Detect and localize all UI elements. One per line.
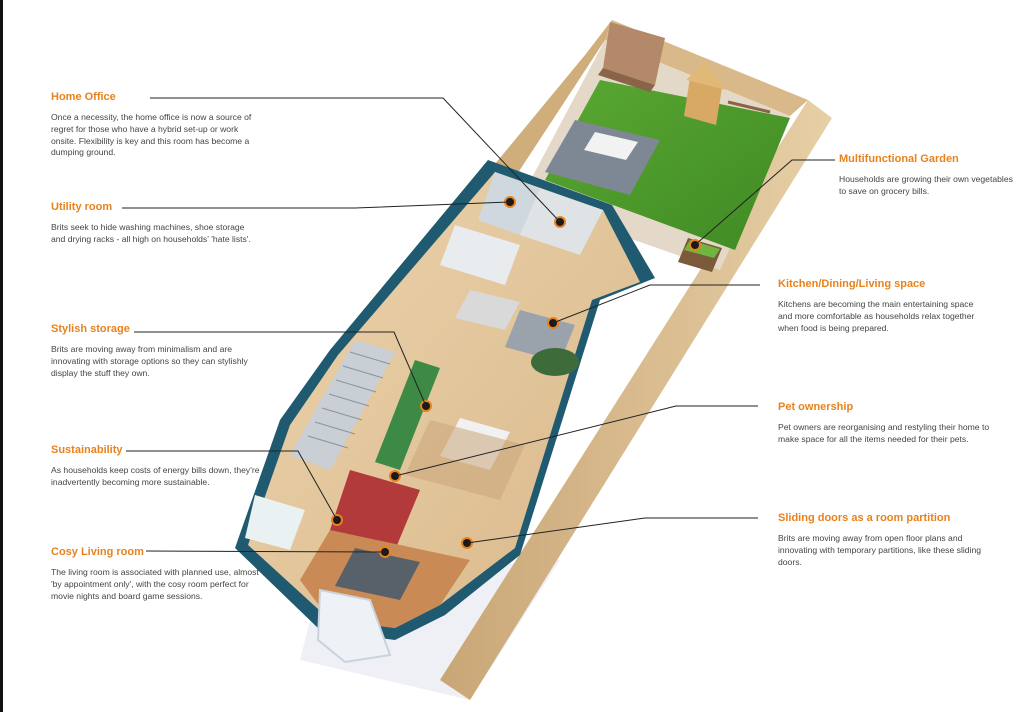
bay-window bbox=[316, 588, 392, 664]
marker-utility-room bbox=[504, 196, 516, 208]
garden-shed bbox=[603, 22, 665, 85]
marker-garden bbox=[689, 239, 701, 251]
annotation-kitchen-dining-living: Kitchen/Dining/Living space Kitchens are… bbox=[778, 278, 983, 334]
garden-table bbox=[584, 132, 638, 160]
annotation-title: Multifunctional Garden bbox=[839, 153, 959, 165]
kitchen-units bbox=[440, 225, 520, 285]
marker-home-office bbox=[554, 216, 566, 228]
marker-stylish-storage bbox=[420, 400, 432, 412]
marker-sliding-doors bbox=[461, 537, 473, 549]
annotation-body: Households are growing their own vegetab… bbox=[839, 174, 1013, 196]
annotation-body: Kitchens are becoming the main entertain… bbox=[778, 299, 975, 333]
annotation-title: Cosy Living room bbox=[51, 546, 144, 558]
partition-wall bbox=[330, 470, 420, 550]
annotation-title: Sustainability bbox=[51, 444, 123, 456]
annotation-body: Pet owners are reorganising and restylin… bbox=[778, 422, 990, 444]
annotation-body: Brits are moving away from minimalism an… bbox=[51, 344, 248, 378]
swing-frame bbox=[727, 100, 771, 114]
annotation-stylish-storage: Stylish storage Brits are moving away fr… bbox=[51, 323, 261, 379]
annotation-home-office: Home Office Once a necessity, the home o… bbox=[51, 91, 261, 159]
annotation-title: Pet ownership bbox=[778, 401, 854, 413]
kitchen-island bbox=[455, 290, 520, 330]
annotation-sustainability: Sustainability As households keep costs … bbox=[51, 444, 261, 489]
marker-kitchen bbox=[547, 317, 559, 329]
annotation-body: Brits are moving away from open floor pl… bbox=[778, 533, 982, 567]
annotation-cosy-living-room: Cosy Living room The living room is asso… bbox=[51, 546, 261, 602]
annotation-title: Utility room bbox=[51, 201, 113, 213]
annotation-title: Stylish storage bbox=[51, 323, 130, 335]
annotation-body: The living room is associated with plann… bbox=[51, 567, 259, 601]
garden-patio bbox=[545, 120, 660, 195]
annotation-sliding-doors: Sliding doors as a room partition Brits … bbox=[778, 512, 993, 568]
annotation-body: As households keep costs of energy bills… bbox=[51, 465, 260, 487]
living-rug bbox=[531, 348, 579, 376]
annotation-utility-room: Utility room Brits seek to hide washing … bbox=[51, 201, 261, 246]
annotation-multifunctional-garden: Multifunctional Garden Households are gr… bbox=[839, 153, 1014, 198]
annotation-pet-ownership: Pet ownership Pet owners are reorganisin… bbox=[778, 401, 993, 446]
fence-right bbox=[440, 100, 832, 700]
marker-cosy-living bbox=[379, 546, 391, 558]
left-edge-bar bbox=[0, 0, 3, 712]
play-house-roof bbox=[686, 62, 726, 90]
annotation-body: Brits seek to hide washing machines, sho… bbox=[51, 222, 251, 244]
play-house bbox=[684, 78, 722, 125]
marker-pet bbox=[389, 470, 401, 482]
annotation-title: Home Office bbox=[51, 91, 116, 103]
cosy-room-rug bbox=[335, 548, 420, 600]
garden-shed-front bbox=[598, 68, 655, 92]
annotation-title: Kitchen/Dining/Living space bbox=[778, 278, 926, 290]
annotation-title: Sliding doors as a room partition bbox=[778, 512, 951, 524]
annotation-body: Once a necessity, the home office is now… bbox=[51, 112, 252, 158]
marker-sustainability bbox=[331, 514, 343, 526]
